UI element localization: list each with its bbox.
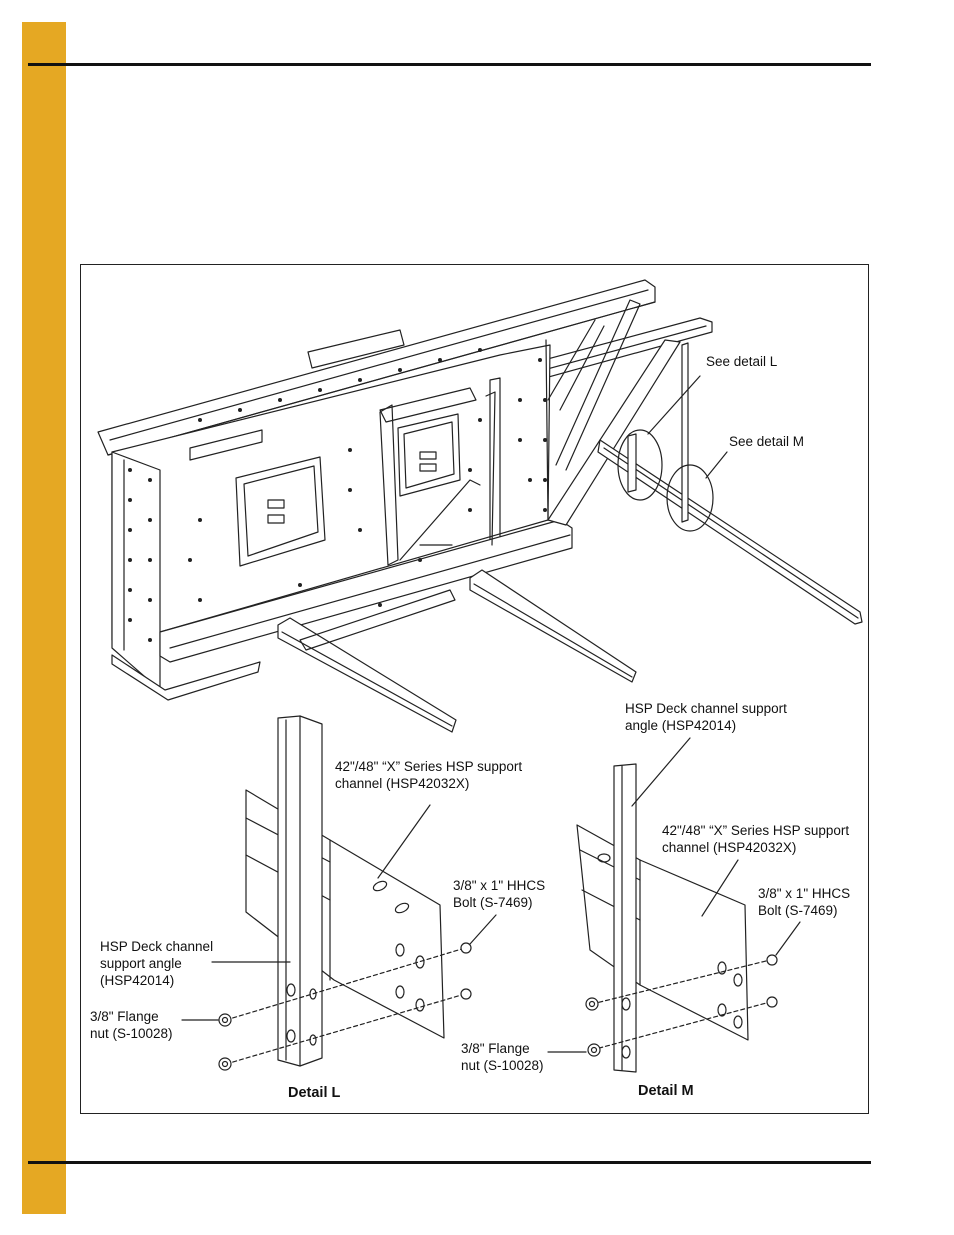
detail-m-angle-label: HSP Deck channel support angle (HSP42014… (625, 701, 787, 733)
detail-m-drawing (547, 737, 801, 1073)
see-detail-m-label: See detail M (729, 434, 805, 449)
hopper-housing (97, 279, 713, 701)
detail-l-nut-label: 3/8" Flange nut (S-10028) (90, 1009, 173, 1041)
diagonal-braces (547, 299, 863, 625)
detail-l-bolt-label: 3/8" x 1" HHCS Bolt (S-7469) (453, 878, 546, 910)
detail-l-caption: Detail L (288, 1085, 341, 1101)
detail-m-nut-label: 3/8" Flange nut (S-10028) (461, 1041, 544, 1073)
footer-rule (28, 1161, 871, 1164)
detail-l-angle-label: HSP Deck channel support angle (HSP42014… (100, 939, 214, 988)
detail-l-support-channel-label: 42"/48" “X” Series HSP support channel (… (335, 759, 523, 791)
detail-m-bolt-label: 3/8" x 1" HHCS Bolt (S-7469) (758, 886, 851, 918)
figure-frame (80, 264, 869, 1114)
detail-m-caption: Detail M (638, 1083, 694, 1099)
side-tab (22, 22, 66, 1214)
detail-l-drawing (181, 715, 497, 1071)
callout-leaders (647, 375, 728, 479)
header-rule (28, 63, 871, 66)
bottom-channels (277, 569, 637, 733)
detail-m-support-channel-label: 42"/48" “X” Series HSP support channel (… (662, 823, 850, 855)
see-detail-l-label: See detail L (706, 354, 778, 369)
